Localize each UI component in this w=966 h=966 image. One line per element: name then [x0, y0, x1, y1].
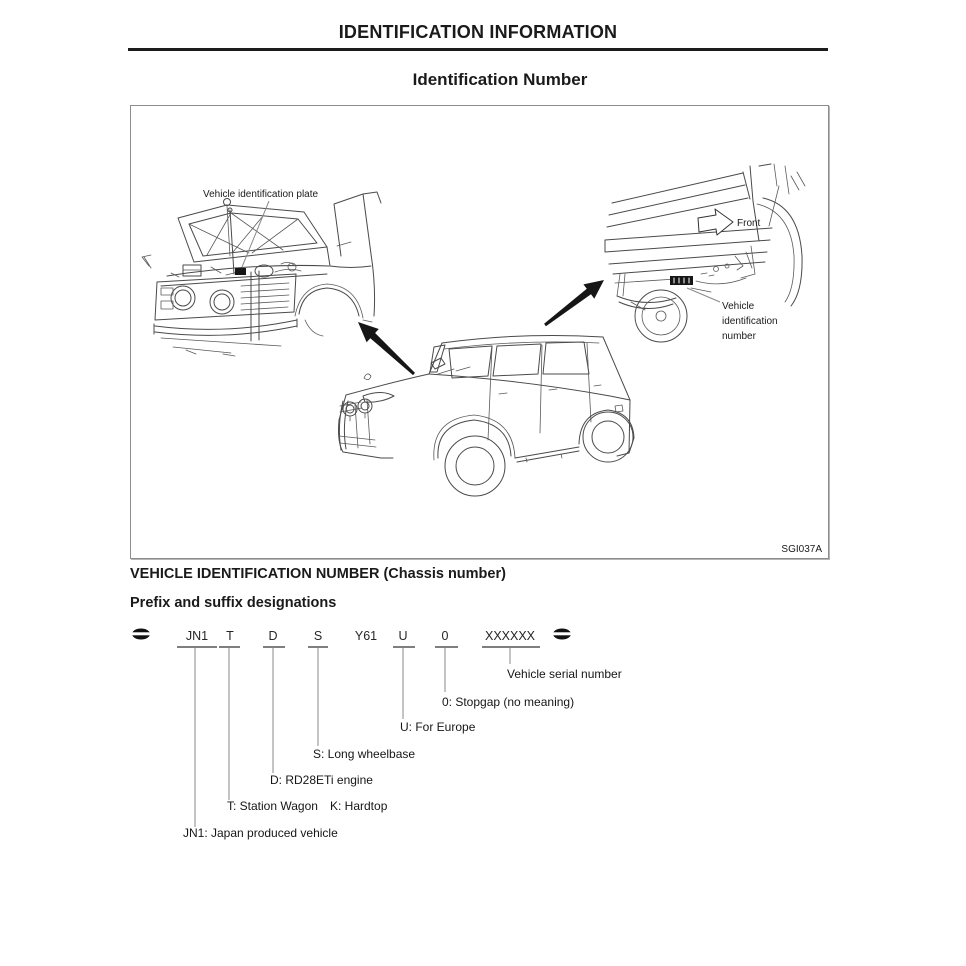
vin-token-y61: Y61 [355, 629, 377, 643]
vin-token-jn1: JN1 [186, 629, 208, 643]
sill-illustration [604, 163, 806, 343]
vin-token-serial: XXXXXX [485, 629, 536, 643]
arrow-to-engine-bay-icon [358, 322, 415, 376]
vin-label-body-t: T: Station Wagon [227, 799, 318, 813]
front-label: Front [737, 218, 761, 229]
vin-number-plate-marker [670, 276, 693, 285]
vin-label-europe: U: For Europe [400, 720, 476, 734]
vin-plate-marker [235, 268, 246, 275]
vin-token-0: 0 [442, 629, 449, 643]
suv-illustration [338, 334, 635, 497]
plate-leader-line [241, 200, 270, 268]
vin-label-stopgap: 0: Stopgap (no meaning) [442, 695, 574, 709]
vin-right-marker-icon [552, 628, 572, 640]
vin-number-leader-line [686, 287, 721, 303]
vin-number-label-line1: Vehicle [722, 301, 755, 312]
vin-left-marker-icon [131, 628, 151, 640]
prefix-suffix-subheading: Prefix and suffix designations [130, 595, 337, 611]
vin-leader-lines [194, 647, 511, 827]
vin-breakdown-diagram: JN1 T D S Y61 U 0 XXXXXX Vehicle serial … [131, 628, 622, 840]
vin-label-wheelbase: S: Long wheelbase [313, 747, 415, 761]
vin-token-s: S [314, 629, 322, 643]
vin-token-t: T [226, 629, 234, 643]
vin-label-engine: D: RD28ETi engine [270, 773, 373, 787]
plate-label: Vehicle identification plate [203, 189, 319, 200]
vin-token-d: D [268, 629, 277, 643]
vin-label-body-k: K: Hardtop [330, 799, 388, 813]
title-rule [128, 48, 828, 51]
engine-bay-illustration [141, 191, 382, 357]
vin-label-origin: JN1: Japan produced vehicle [183, 826, 338, 840]
vin-section-heading: VEHICLE IDENTIFICATION NUMBER (Chassis n… [130, 566, 506, 582]
section-subtitle: Identification Number [412, 70, 588, 89]
vin-token-u: U [398, 629, 407, 643]
figure-code: SGI037A [781, 544, 822, 555]
vin-number-label-line2: identification [722, 316, 778, 327]
vin-label-serial: Vehicle serial number [507, 667, 622, 681]
page-title: IDENTIFICATION INFORMATION [338, 22, 618, 42]
vin-number-label-line3: number [722, 331, 757, 342]
front-direction-arrow-icon [697, 208, 734, 236]
vehicle-illustration-svg: Vehicle identification plate Front Vehic… [141, 163, 822, 555]
arrow-to-sill-icon [544, 280, 604, 327]
identification-figure: Vehicle identification plate Front Vehic… [130, 105, 829, 559]
